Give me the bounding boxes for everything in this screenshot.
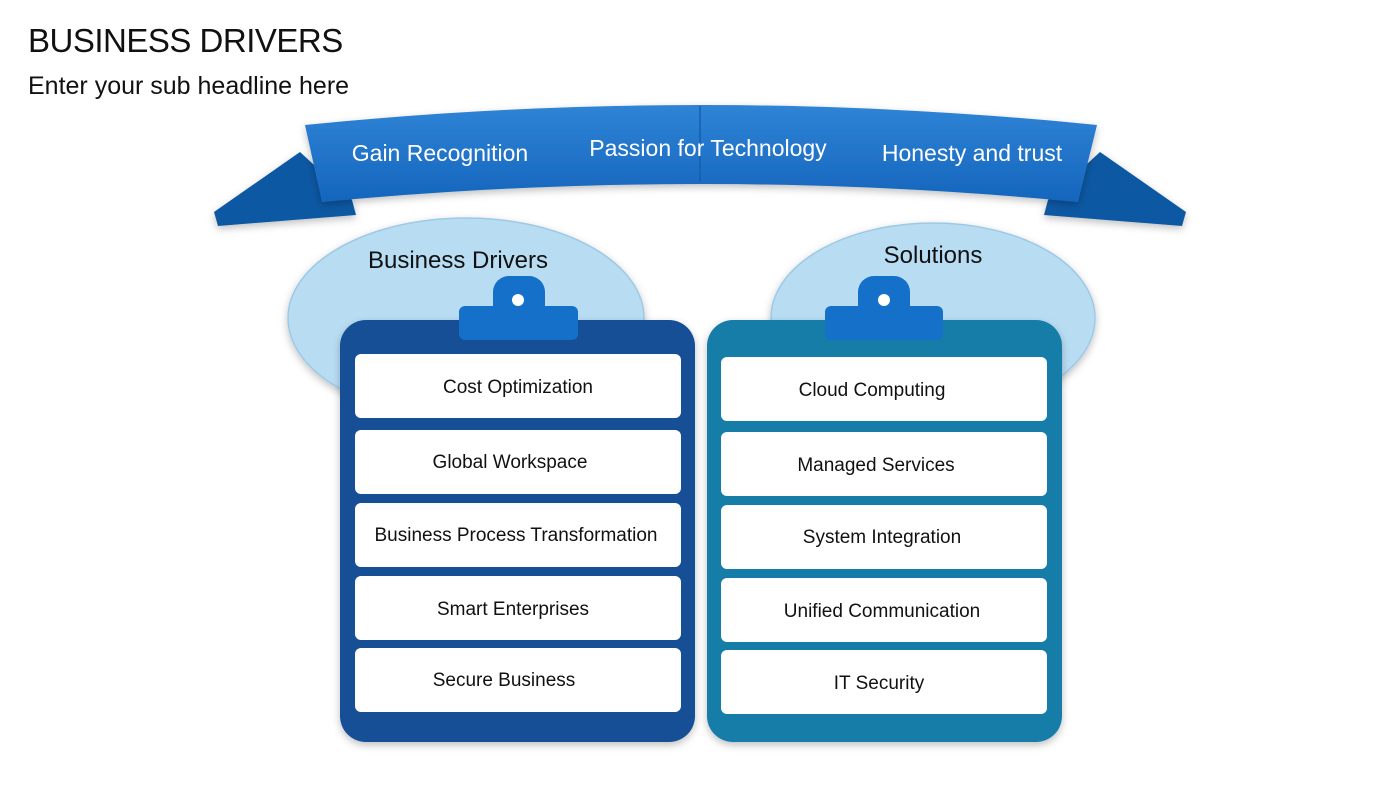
list-item (355, 576, 681, 640)
list-item (355, 354, 681, 418)
list-item (721, 357, 1047, 421)
list-item-label: System Integration (803, 527, 961, 548)
clipboard-solutions: Solutions Cloud Computing Managed Servic… (707, 222, 1096, 742)
item-list-left: Cost Optimization Global Workspace Busin… (355, 354, 681, 712)
list-item-label: Cloud Computing (799, 380, 946, 401)
list-item (355, 430, 681, 494)
list-item (721, 578, 1047, 642)
clipboard-business-drivers: Business Drivers Cost Optimization Globa… (287, 217, 695, 742)
item-list-right: Cloud Computing Managed Services System … (721, 357, 1047, 714)
list-item-label: IT Security (834, 673, 925, 694)
ribbon-banner: Gain Recognition Passion for Technology … (214, 105, 1186, 226)
list-item-label: Managed Services (797, 455, 954, 476)
list-item-label: Secure Business (433, 670, 576, 691)
ribbon-main (305, 105, 1097, 202)
list-item (355, 648, 681, 712)
list-item-label: Smart Enterprises (437, 599, 589, 620)
clip-icon (825, 276, 943, 340)
list-item-label: Unified Communication (784, 601, 980, 622)
list-item (355, 503, 681, 567)
ribbon-right-tail (1044, 152, 1186, 226)
list-item (721, 650, 1047, 714)
clip-icon (459, 276, 578, 340)
list-item (721, 432, 1047, 496)
list-item (721, 505, 1047, 569)
ribbon-left-tail (214, 152, 356, 226)
clipboard-heading-solutions: Solutions (884, 242, 983, 269)
banner-item-gain-recognition: Gain Recognition (352, 140, 528, 166)
list-item-label: Global Workspace (433, 452, 588, 473)
page-title: BUSINESS DRIVERS (28, 22, 343, 59)
clipboard-heading-business-drivers: Business Drivers (368, 247, 548, 274)
page-subtitle: Enter your sub headline here (28, 72, 350, 100)
list-item-label: Business Process Transformation (374, 525, 657, 546)
banner-item-passion-for-technology: Passion for Technology (589, 135, 827, 161)
list-item-label: Cost Optimization (443, 377, 593, 398)
banner-item-honesty-and-trust: Honesty and trust (882, 140, 1063, 166)
